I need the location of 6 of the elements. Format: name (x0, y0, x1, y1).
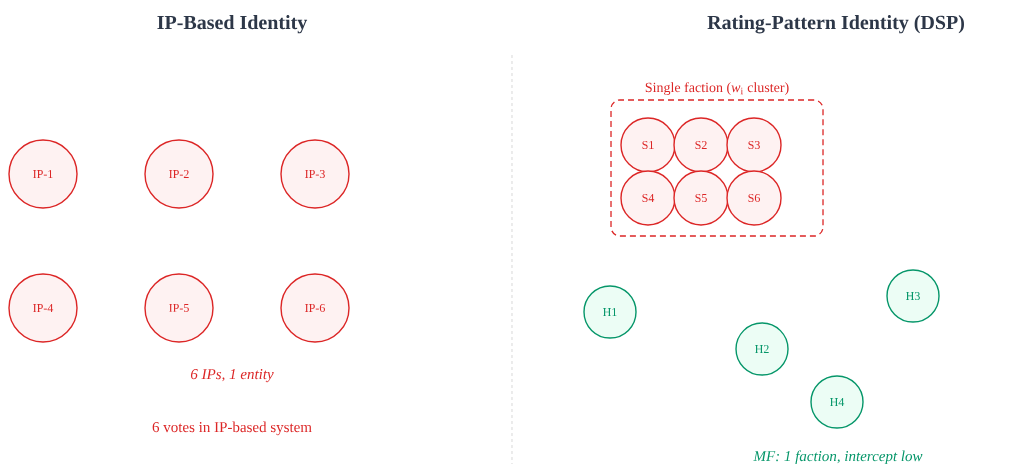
note: 6 IPs, 1 entity (190, 369, 274, 383)
node-label: Single faction (w$_{i}$ cluster) (645, 82, 789, 96)
note: 6 votes in IP-based system (152, 421, 312, 436)
panel-heading: Rating-Pattern Identity (DSP) (707, 15, 964, 34)
panel-heading: IP-Based Identity (157, 15, 308, 34)
note: MF: 1 faction, intercept low (753, 450, 923, 464)
